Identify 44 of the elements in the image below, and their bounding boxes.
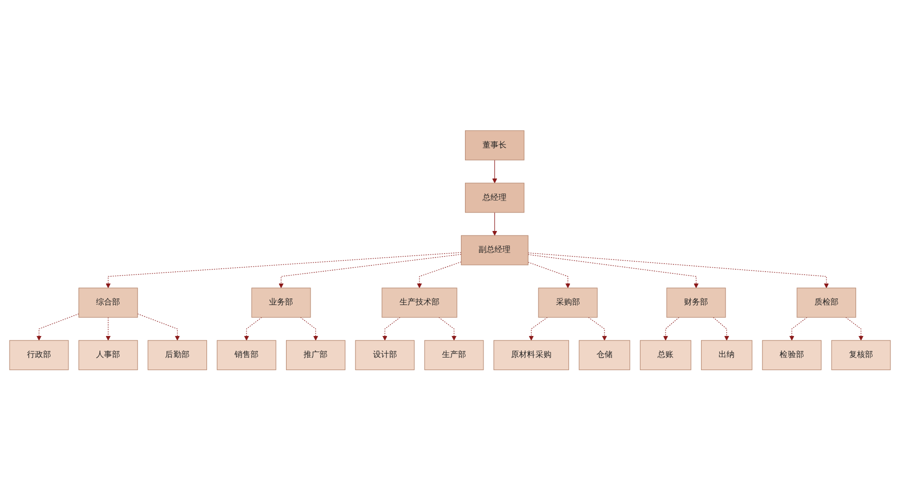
arrow <box>663 316 680 340</box>
org-chart: 董事长 总经理 副总经理 综合部 业务部 生产技术部 采购部 财务部 质检部 行政部 人事部 后勤部 销售部 推广部 设计部 生产部 原材料采购 仓储 总账 出纳 检验部 复核部 <box>5 126 895 374</box>
arrow <box>382 316 400 340</box>
arrow <box>588 316 608 340</box>
node-box <box>9 340 69 370</box>
arrow <box>106 316 111 340</box>
arrow <box>106 252 462 288</box>
arrow <box>137 313 180 340</box>
node-box <box>762 340 822 370</box>
arrow <box>528 254 699 288</box>
node-box <box>831 340 891 370</box>
arrow <box>528 262 570 288</box>
node-box <box>578 340 630 370</box>
node-box <box>251 287 311 318</box>
node-box <box>355 340 415 370</box>
arrow <box>438 316 457 340</box>
arrow <box>278 254 462 288</box>
node-box <box>148 340 208 370</box>
arrow <box>712 316 730 340</box>
arrow <box>528 252 829 288</box>
node-box <box>464 182 524 213</box>
node-box <box>464 130 524 160</box>
node-box <box>382 287 458 318</box>
node-box <box>460 235 528 265</box>
arrow <box>244 316 262 340</box>
arrow <box>846 316 864 340</box>
node-box <box>796 287 856 318</box>
arrow <box>492 212 498 236</box>
node-box <box>424 340 484 370</box>
node-box <box>538 287 598 318</box>
arrow <box>789 316 808 340</box>
arrow <box>416 261 462 288</box>
node-box <box>666 287 726 318</box>
arrow <box>492 160 498 184</box>
node-box <box>78 340 138 370</box>
arrow <box>528 316 548 340</box>
node-box <box>216 340 276 370</box>
node-box <box>494 340 570 370</box>
arrow <box>36 313 80 340</box>
arrow <box>300 316 318 340</box>
node-box <box>78 287 138 318</box>
node-box <box>640 340 692 370</box>
node-box <box>701 340 752 370</box>
node-box <box>286 340 346 370</box>
